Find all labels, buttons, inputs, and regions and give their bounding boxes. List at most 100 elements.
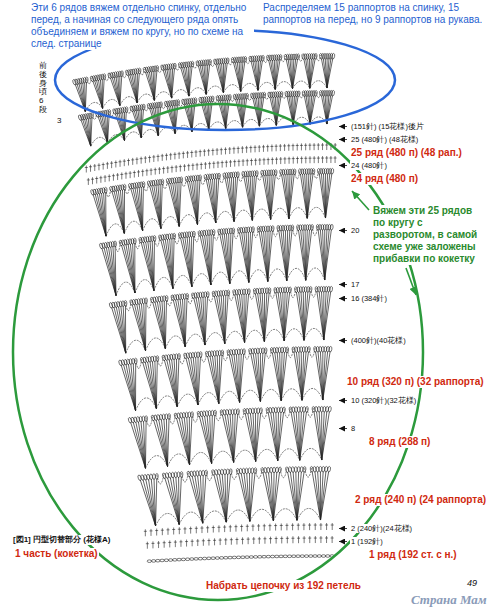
stitch-line (156, 479, 157, 526)
chain-arch (122, 72, 127, 78)
leader-arrow (339, 284, 347, 285)
chain-arch (281, 56, 286, 62)
chain-stitch (211, 557, 215, 560)
double-crochet (247, 537, 250, 544)
double-crochet (157, 154, 160, 161)
double-crochet (331, 523, 334, 530)
stitch-line (85, 119, 91, 146)
stitch-line (253, 98, 260, 126)
stitch-line (148, 242, 154, 291)
callout-arrow (352, 191, 369, 210)
stitch-line (198, 297, 205, 345)
chain-stitch (202, 557, 206, 560)
double-crochet (262, 145, 265, 152)
chain-arch (169, 415, 175, 424)
stitch-line (250, 473, 255, 521)
stitch-line (327, 58, 333, 88)
puff-stitch (129, 299, 133, 305)
puff-stitch (303, 466, 307, 472)
puff-stitch (309, 286, 312, 292)
stitch-line (289, 174, 294, 219)
double-crochet (212, 526, 215, 533)
stitch-line (155, 361, 156, 408)
puff-stitch (236, 409, 239, 415)
stitch-line (90, 118, 92, 146)
stitch-line (318, 230, 325, 280)
puff-stitch (90, 189, 94, 195)
watermark: Страна Мам (410, 592, 488, 608)
double-crochet (291, 536, 294, 543)
chain-arch (125, 301, 131, 310)
stitch-line (153, 108, 158, 136)
stitch-line (301, 292, 304, 340)
puff-stitch (291, 467, 294, 473)
stitch-line (134, 243, 135, 293)
stitch-line (209, 235, 211, 285)
stitch-line (102, 248, 116, 295)
chain-stitch (147, 560, 151, 563)
chain-arch (144, 105, 149, 111)
stitch-line (325, 229, 332, 280)
chain-stitch (279, 555, 283, 558)
puff-stitch (174, 472, 177, 478)
stitch-line (290, 472, 297, 520)
stitch-line (319, 174, 325, 218)
chain-arch (200, 176, 205, 185)
chain-stitch (177, 558, 181, 561)
double-crochet (148, 156, 151, 163)
stitch-line (168, 478, 180, 525)
chain-arch (103, 99, 120, 108)
chain-arch (284, 408, 290, 417)
leader-arrow (339, 165, 347, 166)
stitch-line (173, 238, 174, 288)
chain-arch (223, 85, 240, 93)
stitch-line (180, 238, 191, 287)
row-note: 25 ряд (480 п) (48 рап.) (350, 147, 463, 159)
double-crochet (287, 144, 290, 151)
double-crochet (334, 156, 337, 163)
puff-stitch (270, 467, 273, 473)
chain-arch (175, 64, 180, 70)
chain-arch (295, 170, 300, 178)
stitch-line (198, 357, 201, 405)
stitch-line (168, 183, 179, 226)
stitch-line (167, 69, 172, 98)
stitch-line (273, 412, 277, 460)
stitch-line (116, 307, 125, 353)
stitch-line (235, 295, 245, 343)
chain-arch (213, 97, 218, 103)
stitch-line (276, 293, 284, 341)
double-crochet (249, 146, 252, 153)
double-crochet (224, 147, 227, 154)
stitch-line (176, 477, 179, 524)
stitch-line (307, 174, 313, 219)
chain-stitch (300, 555, 304, 558)
stitch-line (301, 230, 306, 280)
stitch-line (104, 116, 108, 143)
stitch-line (156, 361, 158, 409)
double-crochet (300, 156, 303, 163)
stitch-line (207, 416, 211, 464)
chain-arch (168, 454, 190, 467)
chain-arch (310, 81, 327, 89)
stitch-line (205, 297, 208, 345)
double-crochet (194, 150, 197, 157)
stitch-line (170, 239, 173, 289)
stitch-line (215, 356, 219, 404)
double-crochet (257, 524, 260, 531)
leader-lines (339, 127, 416, 542)
stitch-line (164, 419, 168, 466)
puff-stitch (242, 349, 245, 355)
double-crochet (267, 158, 270, 165)
chain-arch (264, 329, 284, 341)
stitch-line (323, 351, 330, 400)
double-crochet (225, 160, 228, 167)
double-crochet (331, 536, 334, 543)
stitch-line (286, 174, 289, 218)
chain-arch (178, 101, 183, 107)
stitch-line (151, 479, 155, 526)
double-crochet (254, 145, 257, 152)
stitch-line (256, 413, 261, 462)
chain-arch (197, 213, 215, 225)
